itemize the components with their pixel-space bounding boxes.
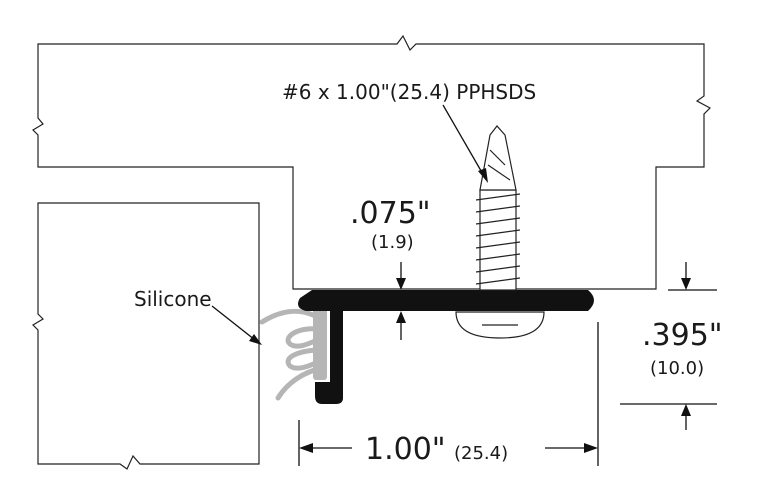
thickness-inches: .075" (350, 196, 431, 231)
width-inches: 1.00" (365, 432, 446, 467)
head-frame-member (32, 34, 711, 290)
thickness-mm: (1.9) (371, 232, 414, 253)
width-mm: (25.4) (454, 443, 508, 464)
weatherstrip-profile (298, 290, 594, 404)
jamb-frame-member (32, 202, 260, 470)
silicone-core (313, 308, 327, 380)
silicone-callout: Silicone (134, 287, 212, 311)
height-inches: .395" (642, 318, 723, 353)
screw-shank (475, 125, 521, 291)
height-mm: (10.0) (650, 358, 704, 379)
screw-callout: #6 x 1.00"(25.4) PPHSDS (282, 80, 536, 104)
